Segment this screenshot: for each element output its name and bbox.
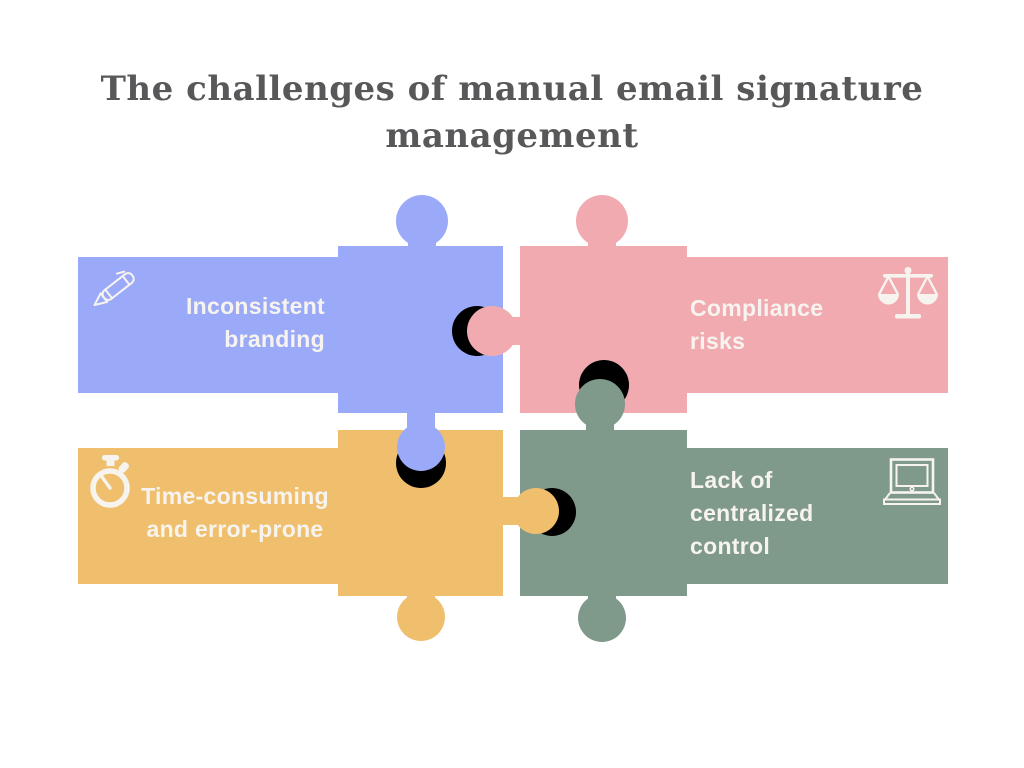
page-title-line-2: management <box>385 116 639 156</box>
label-inconsistent-branding: Inconsistent branding <box>95 290 325 356</box>
label-line: and error-prone <box>146 516 324 542</box>
label-line: control <box>690 533 771 559</box>
laptop-icon <box>882 458 942 505</box>
knob-blue-bottom <box>397 405 445 471</box>
knob-green-top <box>575 379 625 434</box>
page-title-line-1: The challenges of manual email signature <box>100 69 924 109</box>
label-compliance-risks: Compliance risks <box>690 292 930 358</box>
label-line: branding <box>224 326 325 352</box>
label-line: Time-consuming <box>141 483 329 509</box>
scales-icon <box>878 267 938 319</box>
label-line: centralized <box>690 500 814 526</box>
label-time-consuming: Time-consuming and error-prone <box>130 480 340 546</box>
pen-icon <box>93 270 135 307</box>
knob-pink-left <box>467 306 522 356</box>
knob-yellow-right <box>500 488 559 534</box>
label-line: Compliance <box>690 295 824 321</box>
label-line: Lack of <box>690 467 773 493</box>
label-line: Inconsistent <box>185 293 325 319</box>
stopwatch-icon <box>90 455 130 508</box>
page-title: The challenges of manual email signature… <box>0 66 1024 160</box>
label-lack-of-control: Lack of centralized control <box>690 464 930 563</box>
label-line: risks <box>690 328 746 354</box>
